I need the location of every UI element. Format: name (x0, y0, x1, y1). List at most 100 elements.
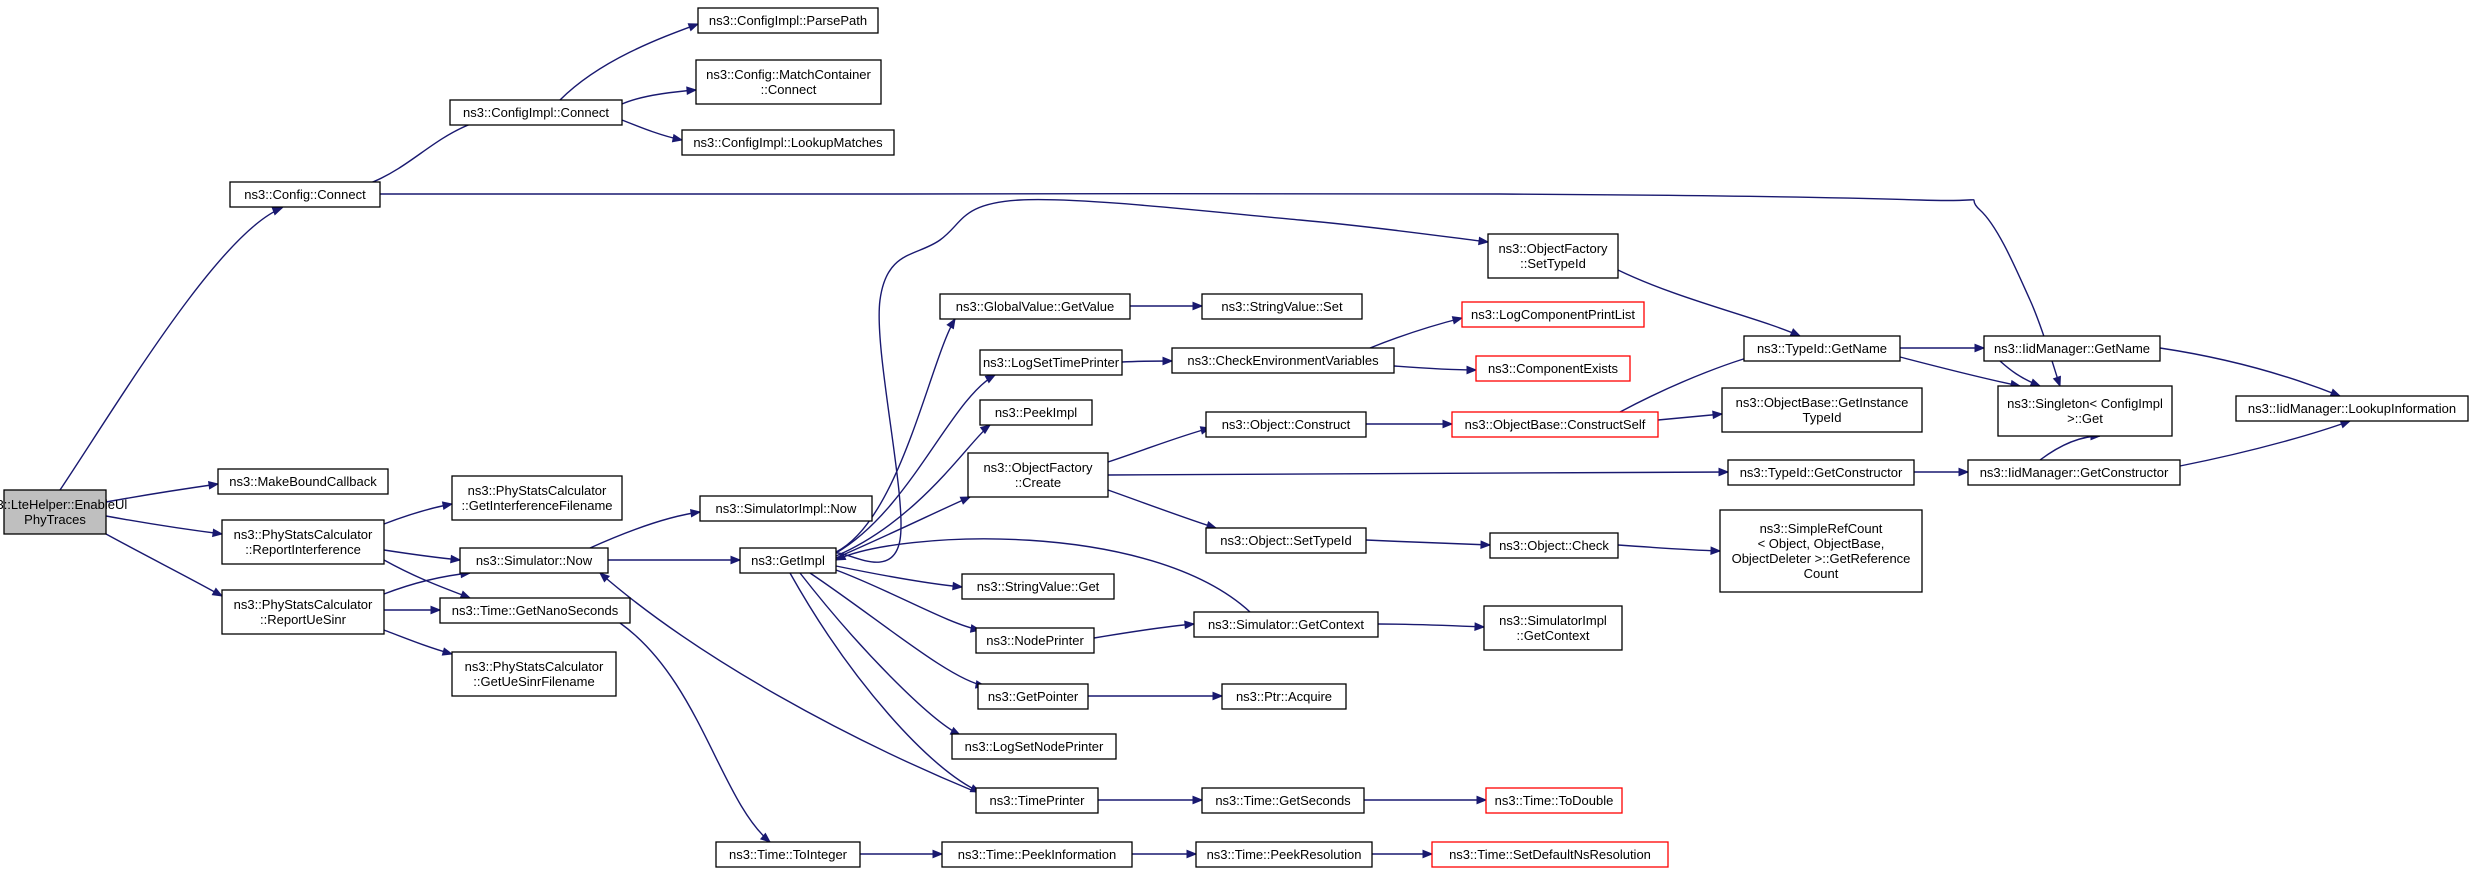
node-getimpl[interactable]: ns3::GetImpl (739, 547, 837, 574)
node-label-line: ns3::Time::PeekInformation (958, 847, 1116, 862)
node-objectfactory_settypeid[interactable]: ns3::ObjectFactory::SetTypeId (1487, 233, 1619, 279)
node-box (1475, 355, 1631, 382)
node-label-line: ::ReportUeSinr (260, 612, 347, 627)
node-check_env_vars[interactable]: ns3::CheckEnvironmentVariables (1171, 347, 1395, 374)
edge-line (1365, 539, 1491, 546)
node-config_connect[interactable]: ns3::Config::Connect (229, 181, 381, 208)
node-make_bound_cb[interactable]: ns3::MakeBoundCallback (217, 468, 389, 495)
node-simimpl_now[interactable]: ns3::SimulatorImpl::Now (699, 495, 873, 522)
node-typeid_getconstructor[interactable]: ns3::TypeId::GetConstructor (1727, 459, 1915, 486)
node-box (975, 787, 1099, 814)
node-simulator_getcontext[interactable]: ns3::Simulator::GetContext (1193, 611, 1379, 638)
node-time_getnanoseconds[interactable]: ns3::Time::GetNanoSeconds (439, 597, 631, 624)
edge-logsettimeprinter-to-check_env_vars (1121, 356, 1174, 366)
edge-arrowhead (1466, 365, 1478, 375)
node-getpointer[interactable]: ns3::GetPointer (977, 683, 1089, 710)
edge-iidmanager_getname-to-singleton_get (1999, 360, 2042, 387)
edge-getimpl-to-objectfactory_create (835, 496, 972, 559)
node-time_peekresolution[interactable]: ns3::Time::PeekResolution (1195, 841, 1373, 868)
node-object_check[interactable]: ns3::Object::Check (1489, 532, 1619, 559)
node-psc_report_ue_sinr[interactable]: ns3::PhyStatsCalculator::ReportUeSinr (221, 589, 385, 635)
node-ptr_acquire[interactable]: ns3::Ptr::Acquire (1221, 683, 1347, 710)
node-config_matchcontainer[interactable]: ns3::Config::MatchContainer::Connect (695, 59, 882, 105)
node-logsetnodeprinter[interactable]: ns3::LogSetNodePrinter (951, 733, 1117, 760)
node-object_settypeid[interactable]: ns3::Object::SetTypeId (1205, 527, 1367, 554)
node-globalvalue_getvalue[interactable]: ns3::GlobalValue::GetValue (939, 293, 1131, 320)
edge-arrowhead (2052, 375, 2061, 388)
node-objectbase_constructself[interactable]: ns3::ObjectBase::ConstructSelf (1451, 411, 1659, 438)
edge-object_settypeid-to-object_check (1365, 539, 1492, 550)
node-box (1487, 233, 1619, 279)
node-time_peekinformation[interactable]: ns3::Time::PeekInformation (941, 841, 1133, 868)
node-label-line: ns3::StringValue::Set (1221, 299, 1343, 314)
node-iidmanager_getconstructor[interactable]: ns3::IidManager::GetConstructor (1967, 459, 2181, 486)
node-configimpl_parsepath[interactable]: ns3::ConfigImpl::ParsePath (697, 7, 879, 34)
node-simplerefcount[interactable]: ns3::SimpleRefCount< Object, ObjectBase,… (1719, 509, 1923, 593)
edge-line (105, 515, 223, 535)
node-stringvalue_get[interactable]: ns3::StringValue::Get (961, 573, 1115, 600)
edge-arrowhead (834, 552, 847, 561)
node-nodeprinter[interactable]: ns3::NodePrinter (975, 627, 1095, 654)
node-label-line: ns3::Object::Check (1499, 538, 1609, 553)
edge-objectbase_constructself-to-objectbase_getinstancetypeid (1657, 410, 1724, 421)
edge-line (799, 572, 961, 736)
node-box (1719, 509, 1923, 593)
node-iidmanager_lookupinformation[interactable]: ns3::IidManager::LookupInformation (2235, 395, 2469, 422)
node-time_setdefaultnsresolution[interactable]: ns3::Time::SetDefaultNsResolution (1431, 841, 1669, 868)
node-psc_get_ue_sinr_filename[interactable]: ns3::PhyStatsCalculator::GetUeSinrFilena… (451, 651, 617, 697)
node-box (459, 547, 609, 574)
node-box (217, 468, 389, 495)
node-box (1743, 335, 1901, 362)
node-label-line: ns3::SimulatorImpl::Now (716, 501, 857, 516)
edge-simulator_now-to-getimpl (608, 555, 742, 565)
node-iidmanager_getname[interactable]: ns3::IidManager::GetName (1983, 335, 2161, 362)
node-stringvalue_set[interactable]: ns3::StringValue::Set (1201, 293, 1363, 320)
node-objectfactory_create[interactable]: ns3::ObjectFactory::Create (967, 452, 1109, 498)
node-configimpl_connect[interactable]: ns3::ConfigImpl::Connect (449, 99, 623, 126)
node-peekimpl[interactable]: ns3::PeekImpl (979, 399, 1093, 426)
node-box (951, 733, 1117, 760)
node-label-line: ns3::Object::SetTypeId (1220, 533, 1352, 548)
node-configimpl_lookupmatches[interactable]: ns3::ConfigImpl::LookupMatches (681, 129, 895, 156)
node-box (739, 547, 837, 574)
edge-getimpl-to-logsetnodeprinter (799, 572, 962, 736)
node-label-line: ns3::Config::MatchContainer (706, 67, 871, 82)
edge-arrowhead (932, 849, 944, 859)
edge-getpointer-to-ptr_acquire (1088, 691, 1224, 701)
node-time_tointeger[interactable]: ns3::Time::ToInteger (715, 841, 861, 868)
node-logsettimeprinter[interactable]: ns3::LogSetTimePrinter (979, 349, 1123, 376)
node-label-line: ns3::LogComponentPrintList (1471, 307, 1635, 322)
node-typeid_getname[interactable]: ns3::TypeId::GetName (1743, 335, 1901, 362)
node-time_getseconds[interactable]: ns3::Time::GetSeconds (1201, 787, 1365, 814)
edge-arrowhead (459, 590, 472, 599)
node-label-line: ::GetUeSinrFilename (473, 674, 594, 689)
edge-line (2179, 420, 2351, 467)
node-logcomponentprintlist[interactable]: ns3::LogComponentPrintList (1461, 301, 1645, 328)
node-box (1201, 293, 1363, 320)
node-object_construct[interactable]: ns3::Object::Construct (1205, 411, 1367, 438)
edge-line (1093, 623, 1195, 639)
node-box (699, 495, 873, 522)
node-time_todouble[interactable]: ns3::Time::ToDouble (1485, 787, 1623, 814)
node-psc_report_interf[interactable]: ns3::PhyStatsCalculator::ReportInterfere… (221, 519, 385, 565)
edge-simulator_now-to-simimpl_now (589, 508, 702, 549)
edge-line (1617, 544, 1721, 552)
node-simulator_now[interactable]: ns3::Simulator::Now (459, 547, 609, 574)
node-psc_get_interf_filename[interactable]: ns3::PhyStatsCalculator::GetInterference… (451, 475, 623, 521)
node-simimpl_getcontext[interactable]: ns3::SimulatorImpl::GetContext (1483, 605, 1623, 651)
node-box (2235, 395, 2469, 422)
edge-line (1107, 471, 1729, 476)
node-label-line: ns3::ObjectFactory (983, 460, 1093, 475)
edge-arrowhead (212, 528, 224, 538)
node-singleton_get[interactable]: ns3::Singleton< ConfigImpl >::Get (1997, 385, 2173, 437)
edge-line (1377, 623, 1485, 628)
node-timeprinter[interactable]: ns3::TimePrinter (975, 787, 1099, 814)
node-componentexists[interactable]: ns3::ComponentExists (1475, 355, 1631, 382)
edge-arrowhead (1162, 356, 1174, 366)
edge-config_connect-to-singleton_get (379, 192, 2061, 388)
edge-line (835, 496, 971, 559)
edge-arrowhead (450, 554, 462, 564)
